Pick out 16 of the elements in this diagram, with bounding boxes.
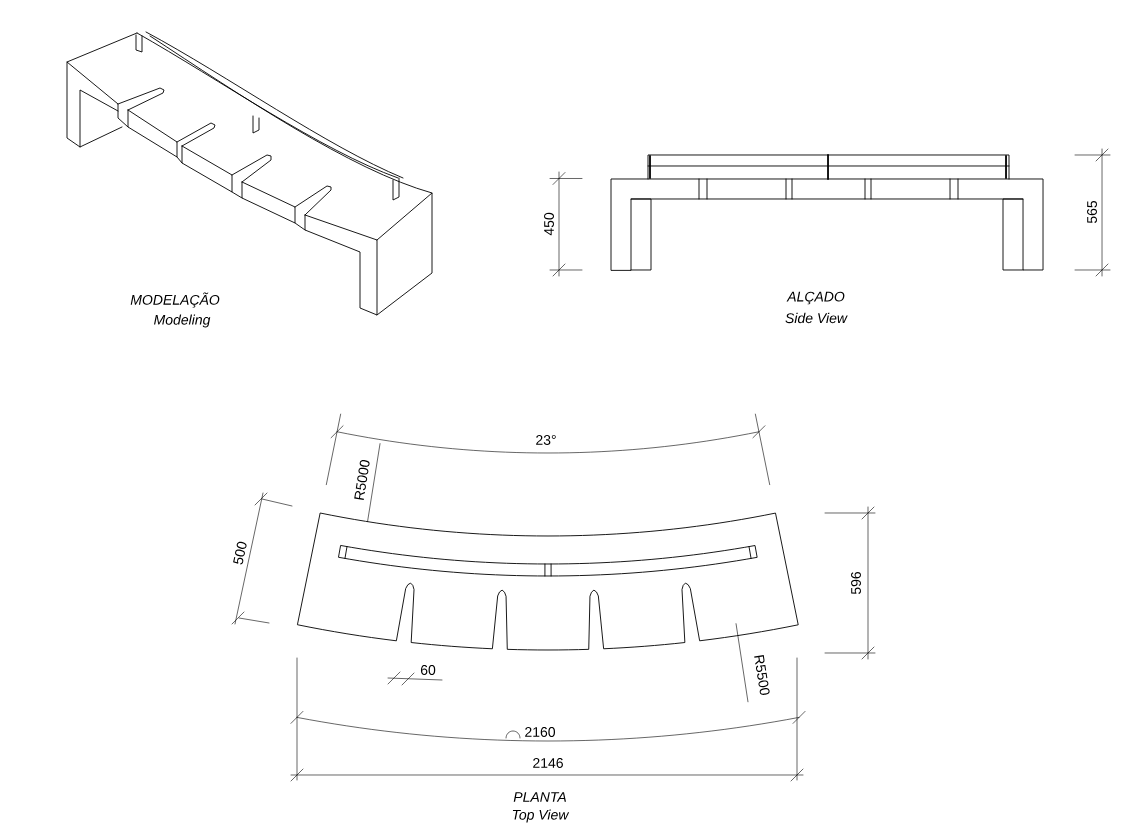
- dimension-label: 596: [851, 571, 861, 595]
- dimension-label: 23°: [536, 435, 556, 445]
- dimension-label: R5000: [354, 460, 370, 500]
- view-title: MODELAÇÃO: [130, 292, 220, 308]
- view-title: PLANTA: [513, 792, 566, 802]
- dimension-label: 60: [420, 665, 436, 675]
- view-subtitle: Side View: [785, 312, 848, 324]
- dimension-label: 450: [544, 212, 554, 236]
- dimension-label: 2146: [533, 758, 563, 768]
- dimension-label: 2160: [525, 727, 556, 737]
- view-subtitle: Modeling: [154, 314, 211, 328]
- dimension-label: R5500: [754, 655, 770, 695]
- view-subtitle: Top View: [512, 809, 570, 823]
- dimension-label: 500: [233, 541, 247, 565]
- view-title: ALÇADO: [786, 291, 845, 305]
- dimension-label: 565: [1087, 200, 1097, 224]
